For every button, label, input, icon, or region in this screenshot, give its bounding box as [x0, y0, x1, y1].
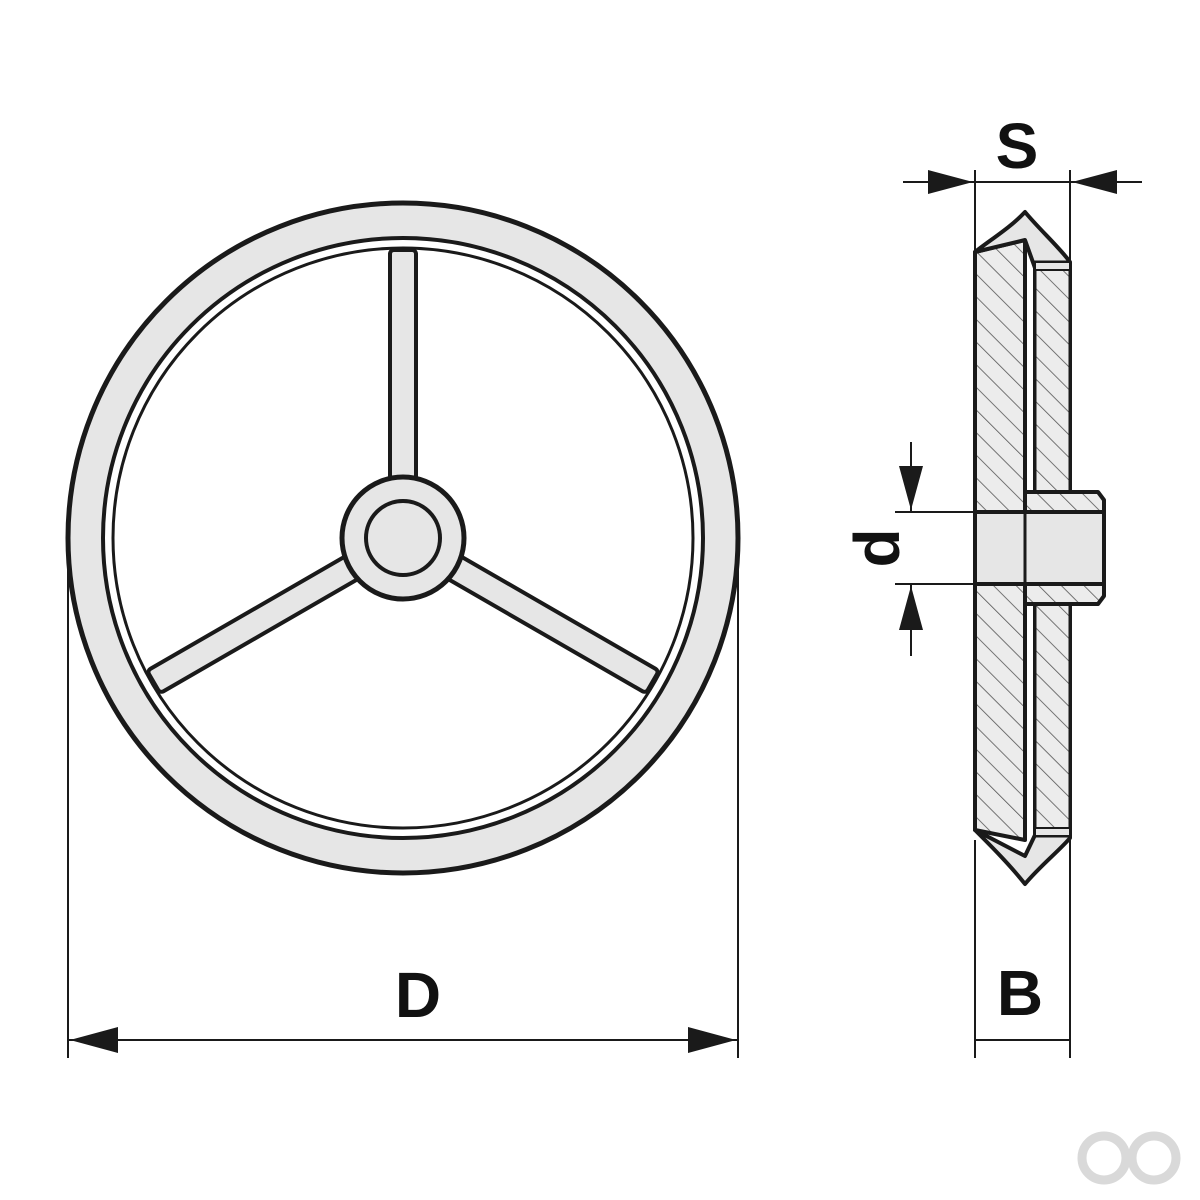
arrowhead-S-left [928, 170, 973, 194]
dimension-D [67, 540, 739, 1058]
dimension-B [974, 840, 1071, 1058]
dimension-S [903, 170, 1142, 262]
rim-hatch-top [1033, 260, 1072, 494]
logo-ring-right [1127, 1131, 1181, 1185]
section-body-upper [973, 238, 1037, 514]
rim-hatch-bottom [1033, 602, 1072, 838]
dimension-d [895, 442, 975, 656]
arrowhead-left [70, 1027, 118, 1053]
label-d: d [841, 528, 913, 567]
section-body-lower [973, 582, 1037, 842]
label-B: B [997, 957, 1043, 1029]
arrowhead-S-right [1072, 170, 1117, 194]
rim-groove-bottom [1034, 827, 1071, 837]
hub-bore [364, 499, 442, 577]
spoke-top [388, 248, 418, 492]
logo-ring-left [1077, 1131, 1131, 1185]
label-S: S [996, 110, 1039, 182]
front-view [65, 200, 741, 876]
arrowhead-right [688, 1027, 736, 1053]
arrowhead-d-bottom [899, 586, 923, 630]
side-section-view [973, 210, 1106, 886]
bore-section [973, 510, 1106, 586]
rim-groove-top [1034, 261, 1071, 271]
brand-logo [1077, 1131, 1181, 1185]
arrowhead-d-top [899, 466, 923, 510]
label-D: D [395, 959, 441, 1031]
